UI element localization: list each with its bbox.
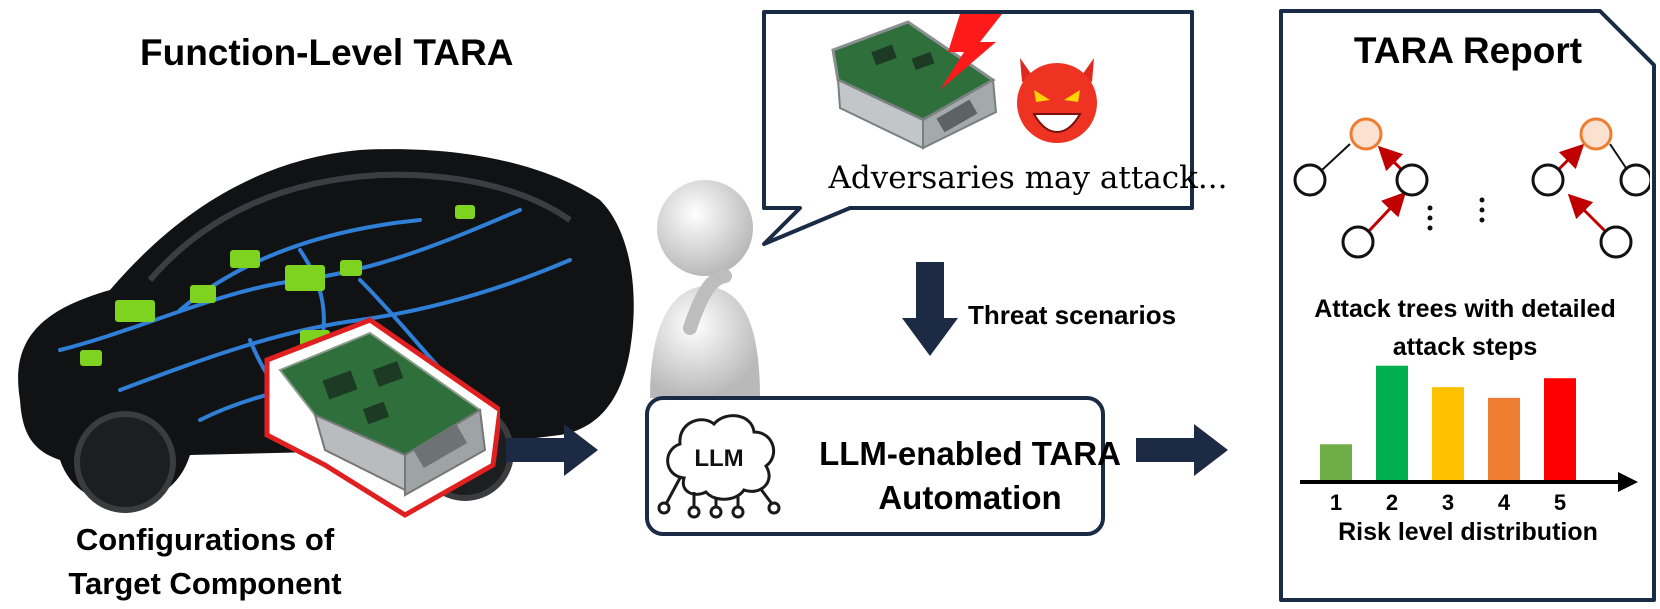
attack-trees-line2: attack steps (1392, 333, 1538, 361)
report-title: TARA Report (1353, 30, 1583, 71)
devil-icon (1017, 58, 1097, 143)
bubble-text: Adversaries may attack... (828, 160, 1228, 196)
risk-bar-5 (1544, 378, 1576, 480)
risk-tick-5: 5 (1554, 490, 1566, 515)
lightning-icon (940, 14, 1002, 90)
risk-bar-2 (1376, 365, 1408, 480)
attack-tree-1 (1293, 117, 1433, 259)
risk-level-label: Risk level distribution (1338, 518, 1598, 546)
risk-level-chart: 1 2 3 4 5 (1300, 365, 1638, 515)
llm-chip-label: LLM (694, 445, 743, 472)
config-label: Configurations of Target Component (40, 518, 370, 606)
attack-trees-line1: Attack trees with detailed (1314, 295, 1616, 323)
attack-tree-2 (1479, 117, 1650, 259)
risk-tick-3: 3 (1442, 490, 1454, 515)
llm-text-line2: Automation (878, 479, 1062, 516)
risk-bar-4 (1488, 397, 1520, 480)
attack-trees-label: Attack trees with detailed attack steps (1270, 290, 1660, 366)
risk-tick-2: 2 (1386, 490, 1398, 515)
config-label-line2: Target Component (68, 566, 342, 601)
llm-text: LLM-enabled TARA Automation (790, 432, 1150, 520)
arrow-to-report (1136, 424, 1228, 476)
thinking-person-icon (650, 180, 760, 398)
arrow-to-llm (506, 424, 598, 476)
llm-brain-icon: LLM (657, 414, 781, 519)
tree2-root-node (1579, 117, 1613, 151)
function-level-title: Function-Level TARA (140, 32, 514, 73)
risk-tick-1: 1 (1330, 490, 1342, 515)
ecu-icon (831, 20, 998, 150)
risk-bar-1 (1320, 444, 1352, 480)
risk-tick-4: 4 (1498, 490, 1511, 515)
tree1-root-node (1349, 117, 1383, 151)
config-label-line1: Configurations of (75, 522, 335, 557)
front-wheel (74, 411, 176, 513)
threat-down-arrow (902, 262, 958, 356)
attack-trees (1293, 117, 1650, 259)
target-ecu (264, 317, 500, 518)
threat-scenarios-label: Threat scenarios (968, 300, 1177, 330)
llm-text-line1: LLM-enabled TARA (819, 435, 1121, 472)
risk-bar-3 (1432, 387, 1464, 480)
x-axis-arrowhead (1618, 472, 1638, 492)
